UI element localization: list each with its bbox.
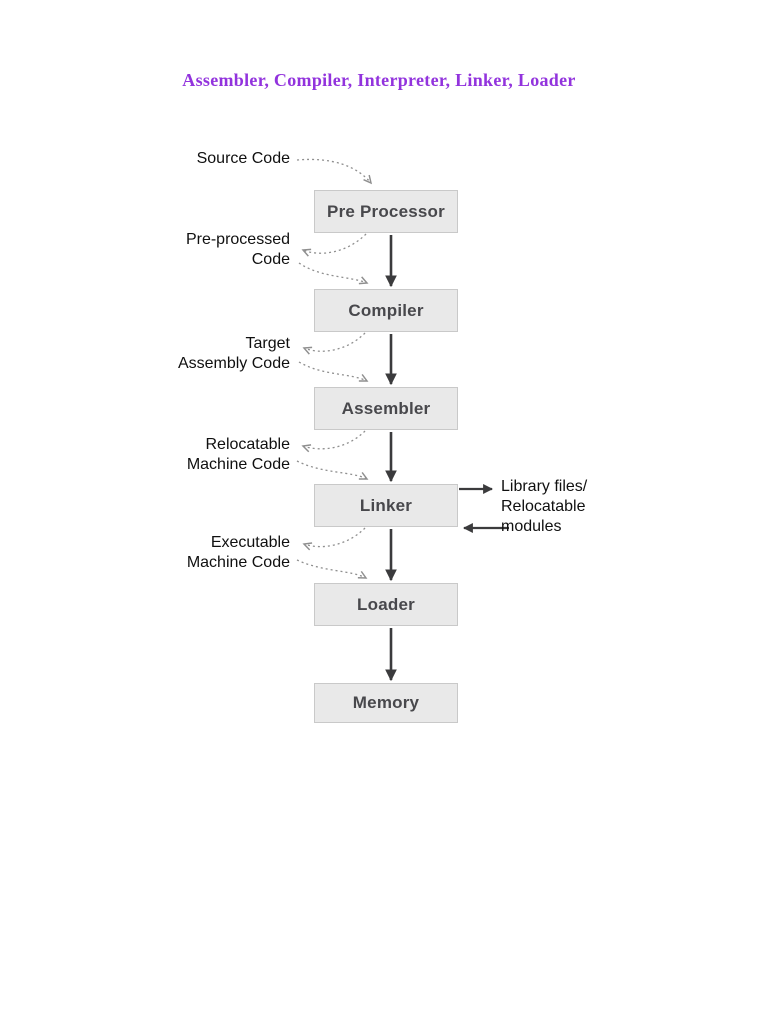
flow-box-compiler-label: Compiler	[348, 300, 424, 320]
label-line: Assembly Code	[177, 355, 290, 372]
label-source-code: Source Code	[197, 149, 290, 169]
dashed-arrow-executable-machine-code-to-loader	[296, 559, 368, 579]
label-library-files-relocatable-modules: Library files/ Relocatable modules	[501, 477, 587, 537]
flow-box-preprocessor: Pre Processor	[314, 190, 458, 233]
label-line: Source Code	[196, 150, 290, 167]
label-line: Machine Code	[186, 456, 290, 473]
dashed-arrow-linker-to-executable-machine-code	[302, 527, 366, 551]
label-line: modules	[501, 518, 562, 535]
dashed-arrow-preprocessor-to-preprocessed-code	[301, 233, 367, 257]
flow-box-preprocessor-label: Pre Processor	[327, 201, 445, 221]
label-line: Relocatable	[205, 436, 291, 453]
label-relocatable-machine-code: Relocatable Machine Code	[187, 435, 290, 475]
flow-box-assembler: Assembler	[314, 387, 458, 430]
flow-box-linker-label: Linker	[359, 495, 413, 515]
label-line: Target	[245, 335, 290, 352]
dashed-arrow-relocatable-machine-code-to-linker	[296, 460, 369, 480]
label-executable-machine-code: Executable Machine Code	[187, 533, 290, 573]
flow-box-loader-label: Loader	[357, 594, 415, 614]
label-target-assembly-code: Target Assembly Code	[178, 334, 290, 374]
flow-box-memory-label: Memory	[352, 693, 420, 712]
label-line: Relocatable	[501, 498, 586, 515]
dashed-arrow-compiler-to-target-assembly-code	[302, 332, 366, 355]
flow-box-loader: Loader	[314, 583, 458, 626]
dashed-arrow-preprocessed-code-to-compiler	[298, 262, 369, 285]
label-pre-processed-code: Pre-processed Code	[186, 230, 290, 270]
flow-box-linker: Linker	[314, 484, 458, 527]
dashed-arrow-source-code-to-preprocessor	[296, 158, 373, 185]
dashed-arrow-target-assembly-code-to-assembler	[298, 361, 369, 382]
flow-box-compiler: Compiler	[314, 289, 458, 332]
page-title: Assembler, Compiler, Interpreter, Linker…	[182, 70, 576, 90]
label-line: Code	[251, 251, 290, 268]
label-line: Pre-processed	[185, 231, 290, 248]
flow-box-memory: Memory	[314, 683, 458, 723]
label-line: Executable	[210, 534, 290, 551]
dashed-arrow-assembler-to-relocatable-machine-code	[301, 430, 366, 453]
label-line: Machine Code	[186, 554, 290, 571]
label-line: Library files/	[501, 478, 588, 495]
flow-box-assembler-label: Assembler	[341, 398, 431, 418]
